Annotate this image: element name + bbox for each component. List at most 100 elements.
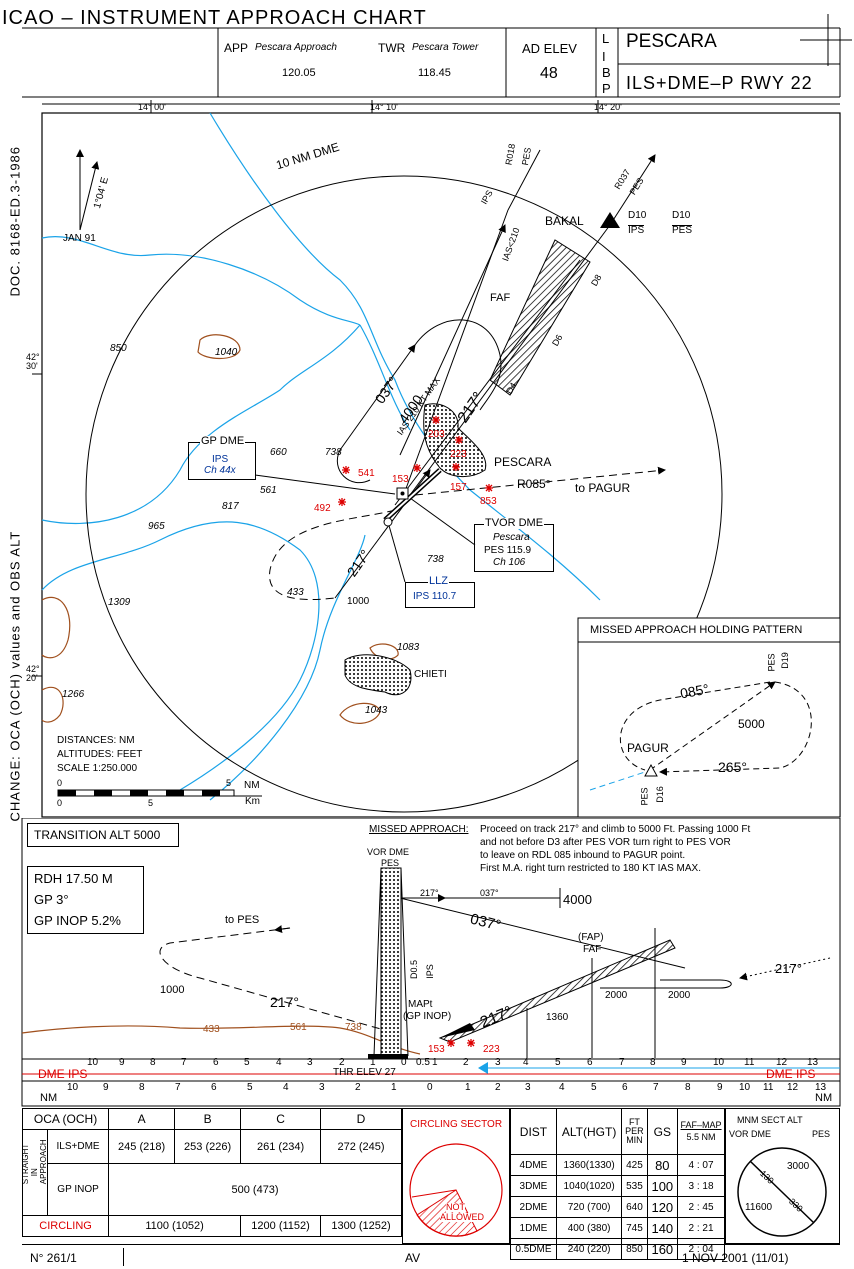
procedure-name: ILS+DME–P RWY 22 (626, 73, 813, 93)
straight-in-cell: STRAIGHT IN APPROACH (21, 1129, 48, 1216)
plan-view (32, 100, 841, 818)
profile-mapt: MAPt (408, 999, 433, 1010)
dme-scale-tick: 8 (139, 1082, 145, 1093)
spot-elev: 738 (427, 554, 444, 565)
dme-ips-left: DME IPS (38, 1067, 88, 1081)
dme-scale-tick: 4 (559, 1082, 565, 1093)
ils-dme-a: 245 (218) (108, 1129, 176, 1164)
dme-time-cell: 2 : 04 (677, 1238, 725, 1260)
dme-time-cell: 3 : 18 (677, 1175, 725, 1197)
missed-hold-alt: 5000 (738, 717, 765, 731)
cat-d-header: D (320, 1108, 402, 1130)
profile-to-pes: to PES (225, 914, 260, 926)
not-allowed-2: ALLOWED (440, 1212, 485, 1222)
profile-view (21, 818, 841, 1107)
legend-distances: DISTANCES: NM (57, 735, 135, 746)
dme-gs-cell: 160 (646, 1238, 679, 1260)
scale-zero-km: 0 (57, 798, 63, 808)
circling-label: CIRCLING (21, 1215, 110, 1237)
twr-name: Pescara Tower (412, 42, 479, 53)
dme-gs-cell: 140 (646, 1217, 679, 1239)
dme-scale-tick: 0.5 (416, 1057, 430, 1068)
gp-dme-icon (383, 517, 393, 527)
profile-alt-1000: 1000 (160, 984, 185, 996)
profile-terrain (21, 1025, 421, 1055)
header-frame (22, 14, 852, 98)
app-label: APP (224, 41, 249, 55)
gp-inop: GP INOP 5.2% (34, 913, 121, 928)
missed-text-3: to leave on RDL 085 inbound to PAGUR poi… (480, 850, 686, 861)
dme-scale-tick: 4 (523, 1057, 529, 1068)
ils-dme-d: 272 (245) (320, 1129, 402, 1164)
dme-scale-tick: 2 (355, 1082, 361, 1093)
missed-hold-title: MISSED APPROACH HOLDING PATTERN (590, 624, 803, 636)
dme-scale-tick: 8 (150, 1057, 156, 1068)
dme-alt-cell: 400 (380) (555, 1217, 623, 1239)
gp-inop-label: GP INOP (46, 1163, 110, 1216)
bakal-fix-icon (600, 212, 620, 228)
dme-gs-cell: 100 (646, 1175, 679, 1197)
obstacle-elev: 223 (450, 449, 467, 460)
dme-scale-tick: 12 (787, 1082, 799, 1093)
profile-alt-2000b: 2000 (668, 990, 691, 1001)
dme-scale-tick: 2 (339, 1057, 345, 1068)
profile-tracks (159, 888, 831, 1058)
profile-trk-217: 217° (420, 888, 439, 898)
dme-scale-tick: 5 (591, 1082, 597, 1093)
spot-elev: 1083 (397, 642, 420, 653)
circling-ab: 1100 (1052) (108, 1215, 242, 1237)
bakal-label: BAKAL (545, 214, 584, 228)
obstacle-elev: 541 (358, 468, 375, 479)
chart-number: N° 261/1 (30, 1251, 77, 1265)
dme-scale-tick: 10 (713, 1057, 725, 1068)
tvor-title: TVOR DME (484, 517, 545, 529)
spot-elev: 561 (260, 485, 277, 496)
lon-ticks (32, 100, 840, 677)
profile-alt-1360: 1360 (546, 1012, 569, 1023)
d19-pes: PES (766, 653, 777, 672)
dme-gs-cell: 120 (646, 1196, 679, 1218)
profile-obstacle-elev: 223 (483, 1044, 500, 1055)
profile-alt-2000a: 2000 (605, 990, 628, 1001)
pagur-fix-icon (644, 763, 658, 777)
dme-scale-tick: 0 (401, 1057, 407, 1068)
profile-vor-dme: VOR DME (367, 847, 410, 857)
footer-rule (22, 1244, 840, 1245)
dme-scale-tick: 10 (87, 1057, 99, 1068)
dme-table: DIST ALT(HGT) FT PER MIN GS FAF–MAP 5.5 … (510, 1108, 725, 1260)
bakal-d10: D10 (628, 210, 647, 221)
dme-scale-tick: 1 (391, 1082, 397, 1093)
dme-scale-tick: 7 (181, 1057, 187, 1068)
vor-cone (380, 867, 402, 1057)
circling-d: 1300 (1252) (320, 1215, 402, 1237)
dme-dist-cell: 0.5DME (510, 1238, 557, 1260)
profile-faf: FAF (583, 944, 602, 955)
msa-alt-11600: 11600 (745, 1202, 773, 1213)
scale-bar (57, 789, 262, 797)
dme-fpm-header: FT PER MIN (621, 1108, 648, 1155)
fpm-ft: FT (628, 1117, 640, 1127)
spot-elev: 965 (148, 521, 165, 532)
scale-five-km: 5 (148, 798, 154, 808)
lon-tick-3: 14° 20' (594, 102, 622, 112)
scale-nm: NM (244, 780, 260, 791)
icao-b: B (602, 65, 611, 80)
legend-scale: SCALE 1:250.000 (57, 763, 138, 774)
app-name: Pescara Approach (255, 42, 337, 53)
legend-altitudes: ALTITUDES: FEET (57, 749, 143, 760)
dme-scale-tick: 9 (681, 1057, 687, 1068)
dme-ring-10nm (85, 175, 723, 813)
dme-ips-right: DME IPS (766, 1067, 816, 1081)
nm-left: NM (40, 1092, 58, 1104)
profile-obstacle-icons (447, 1039, 475, 1047)
dme-scale-tick: 7 (653, 1082, 659, 1093)
chieti-city: CHIETI (414, 669, 447, 680)
spot-elev: 1266 (62, 689, 85, 700)
variation-date: JAN 91 (63, 233, 96, 244)
radial-r085: R085° (517, 477, 551, 491)
profile-obstacle-elev: 153 (428, 1044, 445, 1055)
bakal-pes: PES (672, 225, 693, 236)
terrain-contours (41, 334, 399, 724)
msa-title: MNM SECT ALT (737, 1115, 803, 1125)
